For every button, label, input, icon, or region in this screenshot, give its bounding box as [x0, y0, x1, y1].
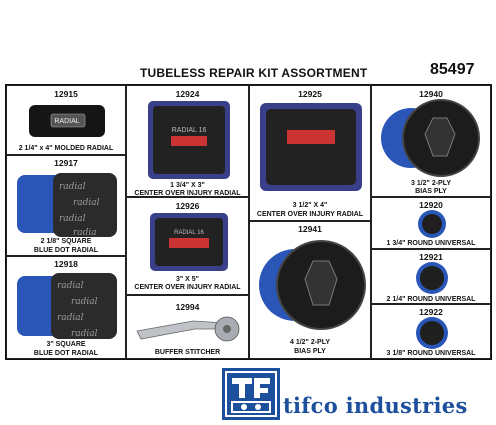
brand-name: tifco industries [283, 393, 468, 418]
tifco-logo-icon [222, 368, 280, 420]
product-label-size: 3 1/2" 2-PLY [410, 180, 452, 187]
product-label-size: 4 1/2" 2-PLY [289, 339, 331, 346]
center-over-injury-patch-image: RADIAL 16 [148, 101, 230, 179]
product-number: 12925 [298, 89, 322, 99]
product-number: 12917 [54, 158, 78, 168]
product-cell-12917: 12917 radial radial radial radia 2 1/8" SQU… [6, 155, 126, 256]
center-over-injury-patch-image [260, 103, 362, 191]
kit-number: 85497 [430, 61, 475, 78]
buffer-stitcher-image [136, 316, 240, 342]
product-label: 1 3/4" ROUND UNIVERSAL [386, 240, 476, 247]
product-label-type: BIAS PLY [415, 188, 447, 195]
product-label-type: CENTER OVER INJURY RADIAL [256, 211, 364, 218]
page-title: TUBELESS REPAIR KIT ASSORTMENT [140, 66, 368, 80]
product-number: 12920 [419, 200, 443, 210]
center-over-injury-patch-image: RADIAL 16 [150, 213, 228, 271]
svg-text:radial: radial [59, 182, 86, 192]
product-label-size: 2 1/8" SQUARE [40, 238, 92, 245]
product-label-type: CENTER OVER INJURY RADIAL [134, 190, 241, 197]
product-cell-12924: 12924 RADIAL 16 1 3/4" X 3" CENTER OVER … [126, 85, 249, 197]
molded-patch-text: RADIAL [54, 118, 79, 125]
product-label-size: 1 3/4" X 3" [170, 182, 205, 189]
product-number: 12922 [419, 307, 443, 317]
molded-patch-image: RADIAL [29, 105, 105, 137]
product-label-type: CENTER OVER INJURY RADIAL [134, 284, 241, 291]
product-cell-12918: 12918 radial radial radial radial 3" SQUARE… [6, 256, 126, 359]
product-number: 12915 [54, 89, 78, 99]
product-cell-12994: 12994 BUFFER STITCHER [126, 295, 249, 359]
product-cell-12920: 12920 1 3/4" ROUND UNIVERSAL [371, 197, 491, 249]
product-label-type: BLUE DOT RADIAL [33, 350, 99, 357]
svg-text:radial: radial [59, 214, 86, 224]
product-cell-12925: 12925 3 1/2" X 4" CENTER OVER INJURY RAD… [249, 85, 371, 221]
product-cell-12926: 12926 RADIAL 16 3" X 5" CENTER OVER INJU… [126, 197, 249, 295]
product-number: 12940 [419, 89, 443, 99]
product-cell-12915: 12915 RADIAL 2 1/4" x 4" MOLDED RADIAL [6, 85, 126, 155]
product-number: 12926 [175, 201, 200, 211]
product-label-size: 3" X 5" [176, 276, 199, 283]
bias-ply-patch-image [259, 240, 366, 330]
svg-text:radial: radial [71, 297, 98, 307]
product-label-type: BIAS PLY [294, 348, 326, 355]
svg-text:radial: radial [57, 313, 84, 323]
svg-text:radia: radia [73, 228, 97, 237]
svg-text:radial: radial [73, 198, 100, 208]
product-number: 12921 [419, 252, 443, 262]
product-number: 12941 [298, 224, 322, 234]
product-cell-12921: 12921 2 1/4" ROUND UNIVERSAL [371, 249, 491, 304]
product-label: 3 1/8" ROUND UNIVERSAL [386, 350, 476, 357]
blue-dot-patch-image: radial radial radial radia [17, 173, 117, 237]
product-label: BUFFER STITCHER [154, 349, 221, 356]
product-number: 12994 [175, 302, 200, 312]
round-universal-patch-image [418, 210, 446, 238]
product-label: 2 1/4" ROUND UNIVERSAL [386, 296, 476, 303]
product-label: 2 1/4" x 4" MOLDED RADIAL [18, 145, 114, 152]
bias-ply-patch-image [381, 99, 480, 177]
patch-brand-text: RADIAL 16 [172, 127, 207, 134]
product-label-size: 3 1/2" X 4" [292, 202, 328, 209]
svg-text:radial: radial [71, 329, 98, 339]
product-number: 12918 [54, 259, 78, 269]
patch-brand-text: RADIAL 16 [174, 230, 204, 236]
product-label-type: BLUE DOT RADIAL [33, 247, 99, 254]
product-label-size: 3" SQUARE [46, 341, 86, 348]
svg-text:radial: radial [57, 281, 84, 291]
blue-dot-patch-image: radial radial radial radial [17, 273, 117, 339]
product-number: 12924 [175, 89, 200, 99]
round-universal-patch-image [416, 317, 448, 349]
product-cell-12940: 12940 3 1/2" 2-PLY BIAS PLY [371, 85, 491, 197]
round-universal-patch-image [416, 262, 448, 294]
product-cell-12922: 12922 3 1/8" ROUND UNIVERSAL [371, 304, 491, 359]
product-cell-12941: 12941 4 1/2" 2-PLY BIAS PLY [249, 221, 371, 359]
